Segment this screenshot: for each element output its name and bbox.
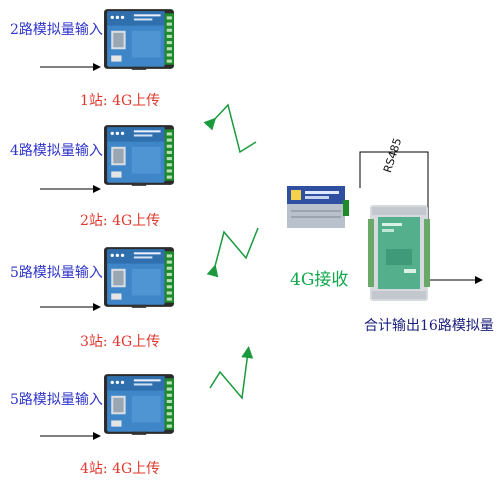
receiver-label: 4G接收 — [290, 270, 349, 290]
station-3-device — [103, 246, 175, 308]
lightning-signal-icon — [206, 227, 259, 278]
station-1-input-label: 2路模拟量输入 — [10, 22, 103, 38]
station-4-upload-label: 4站: 4G上传 — [80, 461, 161, 477]
station-3-upload-label: 3站: 4G上传 — [80, 334, 161, 350]
output-label: 合计输出16路模拟量 — [364, 318, 494, 334]
station-3-input-label: 5路模拟量输入 — [10, 265, 103, 281]
station-2-device — [103, 124, 175, 186]
station-2-input-label: 4路模拟量输入 — [10, 143, 103, 159]
rs485-label: RS485 — [380, 136, 405, 175]
lightning-signal-icon — [203, 103, 257, 154]
lightning-signal-icon — [209, 346, 254, 400]
station-1-upload-label: 1站: 4G上传 — [80, 93, 161, 109]
station-4-input-label: 5路模拟量输入 — [10, 392, 103, 408]
station-2-upload-label: 2站: 4G上传 — [80, 213, 161, 229]
station-1-device — [103, 8, 175, 70]
output-analog-module — [368, 205, 430, 301]
station-4-device — [103, 373, 175, 435]
receiver-4g-module — [285, 182, 349, 232]
